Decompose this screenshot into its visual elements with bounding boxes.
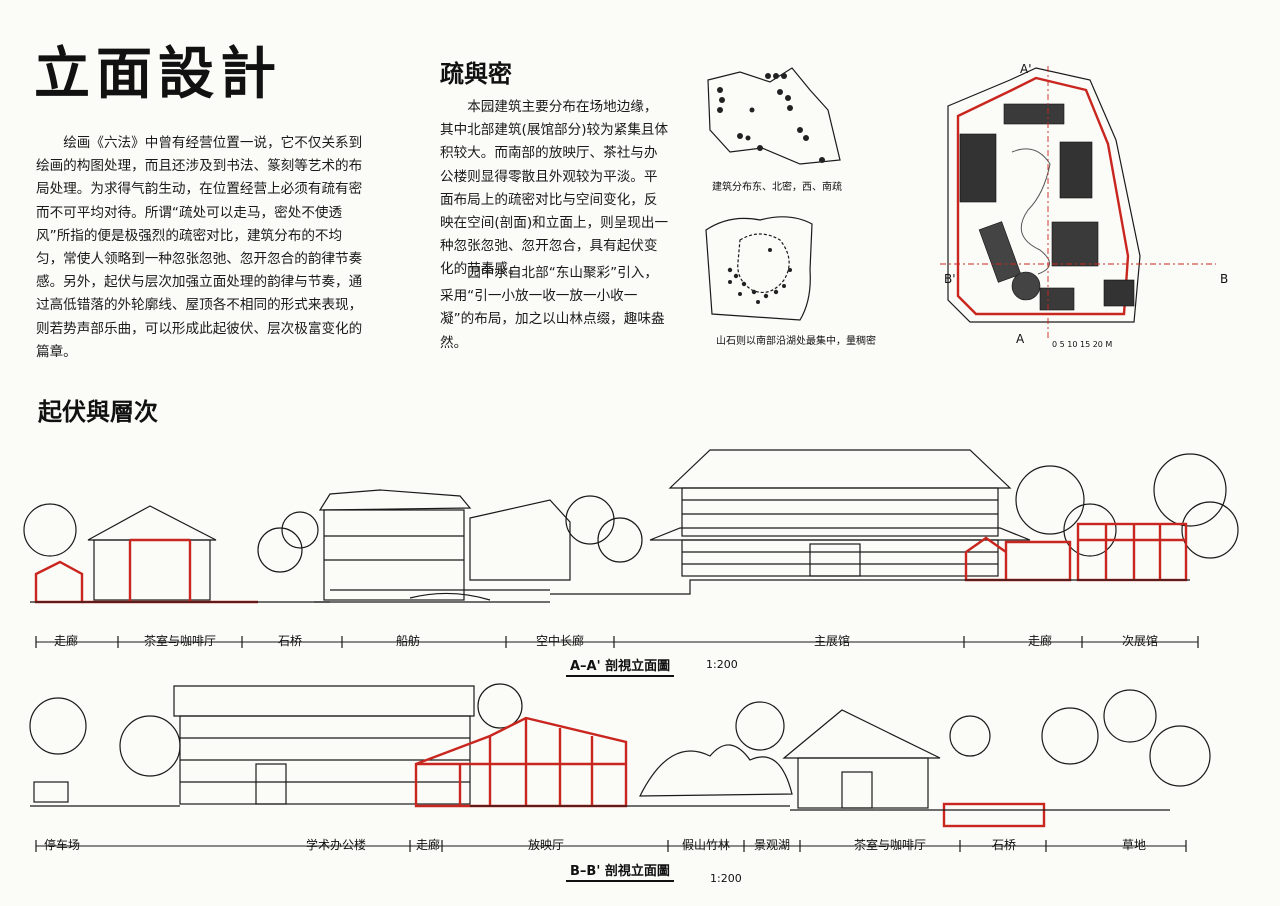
site-plan-scale-bar: 0 5 10 15 20 M — [1052, 340, 1113, 349]
aa-segment-1: 走廊 — [53, 634, 79, 648]
aa-segment-3: 石桥 — [277, 634, 303, 648]
rockery-distribution-diagram — [705, 216, 813, 321]
bb-segment-1: 停车场 — [43, 838, 81, 852]
bb-segment-3: 走廊 — [415, 838, 441, 852]
section-aa-elevation — [23, 449, 1239, 604]
bb-segment-4: 放映厅 — [527, 838, 565, 852]
section-aa-scale: 1:200 — [706, 658, 738, 671]
bb-segment-2: 学术办公楼 — [305, 838, 367, 852]
section-aa-label: A–A' 剖視立面圖 — [566, 655, 675, 677]
aa-segment-5: 空中长廊 — [535, 634, 585, 648]
density-heading: 疏與密 — [440, 59, 512, 88]
rhythm-heading: 起伏與層次 — [38, 397, 158, 426]
bb-segment-7: 茶室与咖啡厅 — [853, 838, 927, 852]
aa-segment-8: 次展馆 — [1121, 634, 1159, 648]
section-bb-label: B–B' 剖視立面圖 — [566, 860, 674, 882]
bb-segment-6: 景观湖 — [753, 838, 791, 852]
bb-segment-9: 草地 — [1121, 838, 1147, 852]
site-plan-label-a-prime: A' — [1020, 62, 1032, 76]
density-paragraph-2: 园中水自北部“东山聚彩”引入，采用“引一小放一收一放一小收一凝”的布局，加之以山… — [440, 265, 665, 351]
bb-segment-8: 石桥 — [991, 838, 1017, 852]
aa-segment-4: 船舫 — [395, 634, 421, 648]
building-distribution-caption: 建筑分布东、北密，西、南疏 — [712, 182, 842, 193]
site-plan-label-b: B — [1220, 272, 1229, 286]
density-paragraph-1: 本园建筑主要分布在场地边缘，其中北部建筑(展馆部分)较为紧集且体积较大。而南部的… — [440, 99, 669, 278]
bb-segment-5: 假山竹林 — [681, 838, 731, 852]
rockery-distribution-caption: 山石则以南部沿湖处最集中，量稠密 — [716, 336, 876, 347]
page-title: 立面設計 — [34, 41, 282, 107]
section-bb-dimension-line — [35, 840, 1187, 852]
site-plan — [940, 66, 1216, 340]
site-plan-label-b-prime: B' — [944, 272, 956, 286]
building-distribution-diagram — [707, 67, 841, 165]
intro-paragraph: 绘画《六法》中曾有经营位置一说，它不仅关系到绘画的构图处理，而且还涉及到书法、篆… — [36, 135, 363, 360]
aa-segment-7: 走廊 — [1027, 634, 1053, 648]
section-bb-elevation — [29, 683, 1211, 828]
section-bb-scale: 1:200 — [710, 872, 742, 885]
site-plan-label-a: A — [1016, 332, 1025, 346]
aa-segment-2: 茶室与咖啡厅 — [143, 634, 217, 648]
aa-segment-6: 主展馆 — [813, 634, 851, 648]
section-aa-dimension-line — [35, 636, 1199, 648]
